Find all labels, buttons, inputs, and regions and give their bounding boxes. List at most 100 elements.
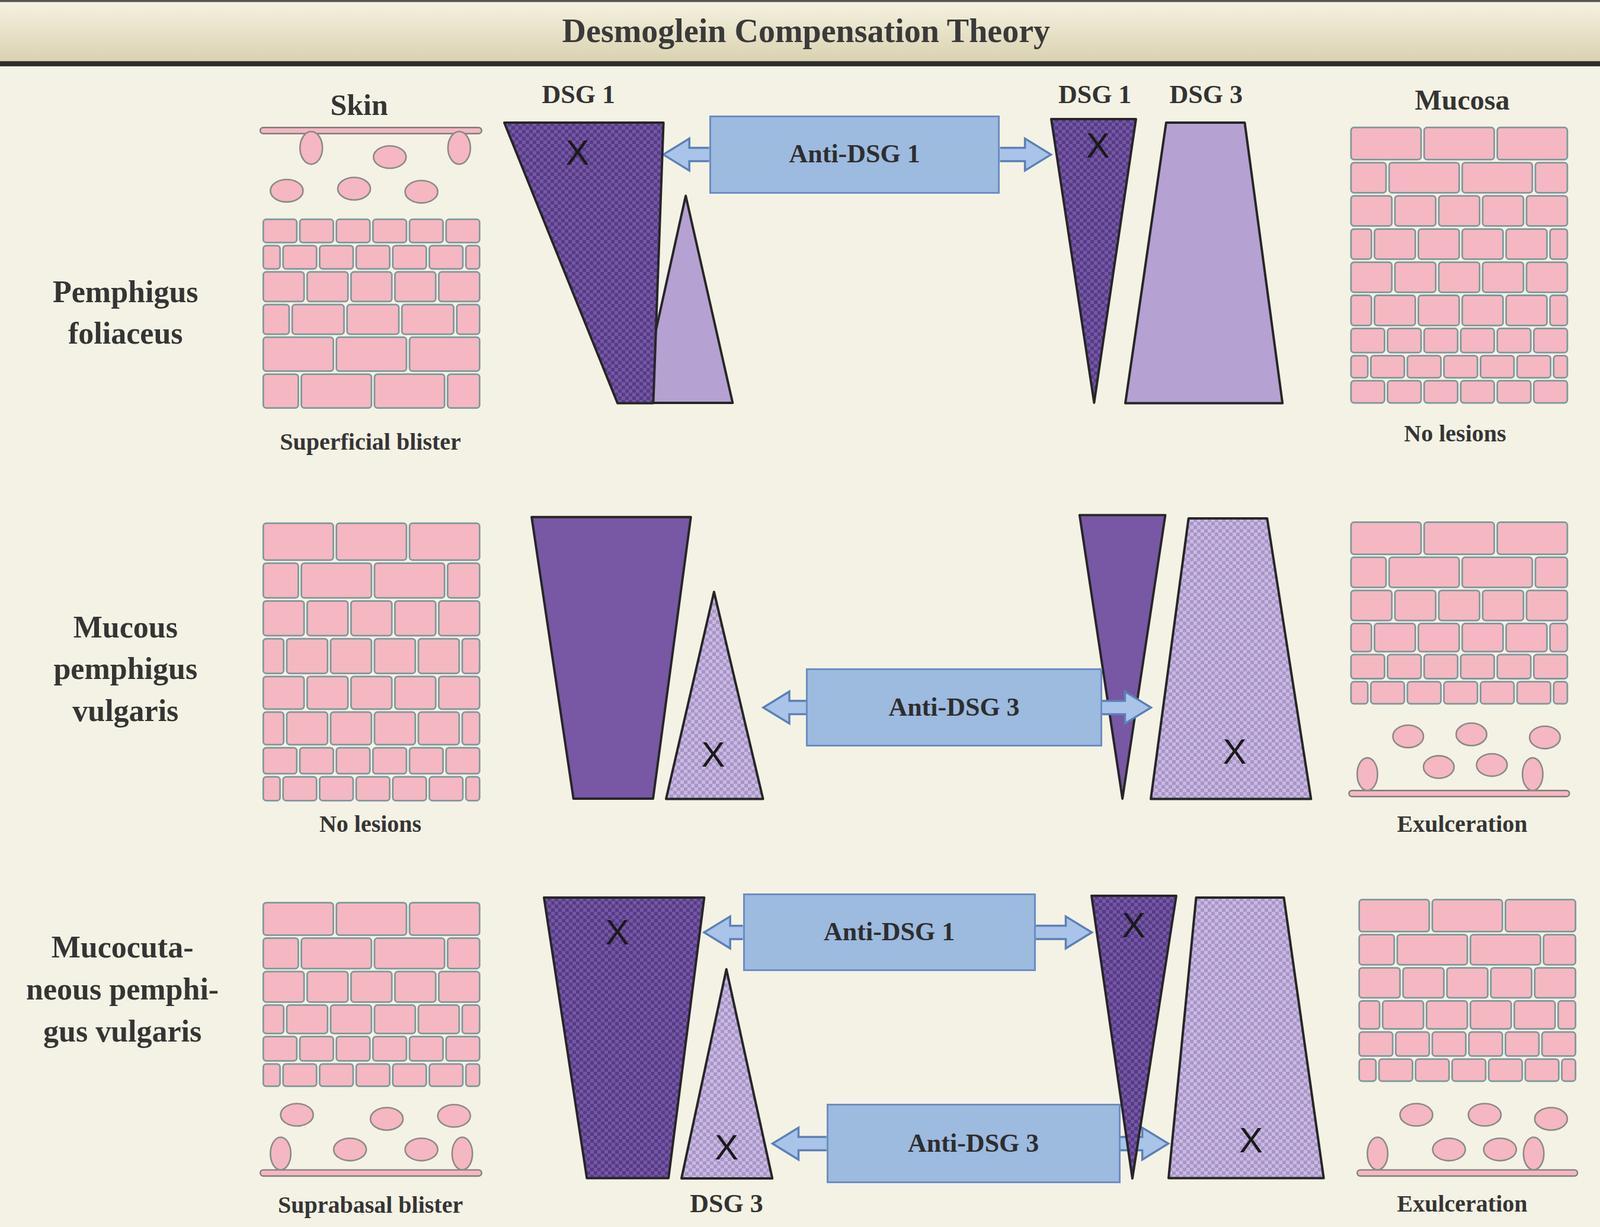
arrow-head — [1065, 916, 1092, 949]
epithelial-cell — [372, 1037, 407, 1062]
epithelial-cell — [336, 747, 371, 774]
epithelial-cell — [438, 600, 480, 636]
epithelial-cell — [1424, 328, 1458, 353]
epithelial-cell — [1553, 682, 1568, 704]
epithelial-cell — [1462, 623, 1504, 652]
epithelial-cell — [1470, 1000, 1512, 1029]
epithelial-cell — [1351, 328, 1385, 353]
epithelial-cell — [306, 676, 348, 710]
epithelial-cell — [336, 523, 407, 560]
epithelial-cell — [1374, 295, 1416, 326]
epithelial-cell — [1505, 899, 1576, 932]
epithelial-cell — [263, 1005, 284, 1034]
tissue-heading: Skin — [330, 87, 388, 123]
epithelial-cell — [1462, 557, 1533, 588]
epithelial-cell — [1550, 623, 1568, 652]
arrow-head — [704, 916, 731, 949]
epithelial-cell — [438, 676, 480, 710]
epithelial-cell — [263, 245, 280, 270]
epithelial-cell — [263, 1037, 297, 1062]
epithelial-cell — [1397, 935, 1468, 966]
epithelial-cell — [1407, 682, 1442, 704]
epithelial-cell — [1444, 355, 1478, 378]
epithelial-cell — [409, 523, 480, 560]
epithelial-cell — [350, 272, 392, 302]
desmoglein-shape: X — [1150, 518, 1311, 800]
epithelial-cell — [356, 245, 390, 270]
epithelial-cell — [263, 304, 290, 335]
arrow-shaft — [1100, 702, 1128, 714]
epithelial-cell — [1359, 935, 1395, 966]
epithelial-cell — [306, 971, 348, 1003]
acantholytic-cell — [1534, 1108, 1568, 1131]
epithelial-cell — [263, 337, 334, 371]
acantholytic-cell — [405, 180, 438, 204]
acantholytic-cell — [1483, 1138, 1517, 1161]
epithelial-cell — [1460, 328, 1495, 353]
desmoglein-polygon — [504, 122, 664, 404]
epithelial-cell — [1359, 1000, 1380, 1029]
epithelial-cell — [1394, 262, 1436, 293]
epithelial-cell — [1351, 229, 1372, 260]
epithelial-cell — [263, 563, 299, 599]
epithelial-cell — [1550, 229, 1568, 260]
desmoglein-shape — [531, 517, 691, 799]
epithelial-cell — [1351, 623, 1372, 652]
acantholytic-cell — [1367, 1137, 1388, 1171]
epithelial-cell — [1497, 127, 1568, 160]
acantholytic-cell — [405, 1138, 438, 1161]
epithelial-cell — [1351, 590, 1392, 622]
epithelial-cell — [263, 747, 297, 774]
epithelial-cell — [1505, 1032, 1539, 1057]
epithelial-cell — [306, 272, 348, 302]
epithelial-cell — [336, 337, 407, 371]
block-arrow — [1100, 691, 1152, 724]
epithelial-cell — [330, 712, 372, 745]
epithelial-cell — [356, 776, 390, 801]
arrow-shaft — [796, 1138, 829, 1150]
epithelial-cell — [1506, 229, 1548, 260]
epithelial-cell — [1418, 623, 1459, 652]
epithelial-cell — [446, 219, 480, 243]
epithelial-cell — [286, 638, 328, 674]
row-label: Pemphigus foliaceus — [52, 271, 199, 355]
epithelial-cell — [263, 776, 280, 801]
acantholytic-cell — [1400, 1104, 1433, 1127]
desmoglein-polygon — [666, 592, 764, 800]
epithelial-cell — [1359, 1032, 1394, 1057]
epithelial-cell — [356, 1064, 390, 1087]
epithelial-cell — [1557, 1000, 1576, 1029]
epithelial-cell — [438, 272, 480, 302]
cross-mark: X — [1121, 904, 1146, 947]
acantholytic-cell — [1456, 723, 1487, 747]
epithelial-cell — [1403, 968, 1445, 999]
epithelial-cell — [374, 712, 416, 745]
epithelial-cell — [1374, 623, 1416, 652]
epithelial-cell — [1370, 355, 1405, 378]
epithelial-cell — [1514, 1000, 1555, 1029]
cross-mark: X — [714, 1126, 739, 1170]
epithelial-cell — [1351, 127, 1422, 160]
tissue-illustration — [1348, 522, 1570, 797]
epithelial-cell — [299, 1037, 334, 1062]
acantholytic-cell — [1529, 726, 1561, 750]
lesion-label: Exulceration — [1397, 1189, 1528, 1219]
acantholytic-cell — [1522, 757, 1543, 791]
epithelial-cell — [1351, 522, 1422, 555]
lesion-label: Exulceration — [1397, 810, 1528, 839]
acantholytic-cell — [1423, 756, 1455, 779]
epithelial-cell — [1482, 590, 1524, 622]
band-edge — [0, 61, 1600, 67]
arrow-shaft — [997, 148, 1027, 160]
epithelial-cell — [263, 638, 284, 674]
epithelial-cell — [263, 712, 284, 745]
epithelial-cell — [392, 245, 427, 270]
epithelial-cell — [1506, 623, 1548, 652]
epithelial-cell — [1438, 590, 1480, 622]
epithelial-cell — [438, 971, 480, 1003]
epithelial-cell — [1359, 899, 1430, 932]
shape-outline — [1125, 122, 1283, 404]
epithelial-cell — [394, 272, 436, 302]
epithelial-cell — [1541, 1032, 1576, 1057]
epithelial-cell — [1359, 968, 1401, 999]
